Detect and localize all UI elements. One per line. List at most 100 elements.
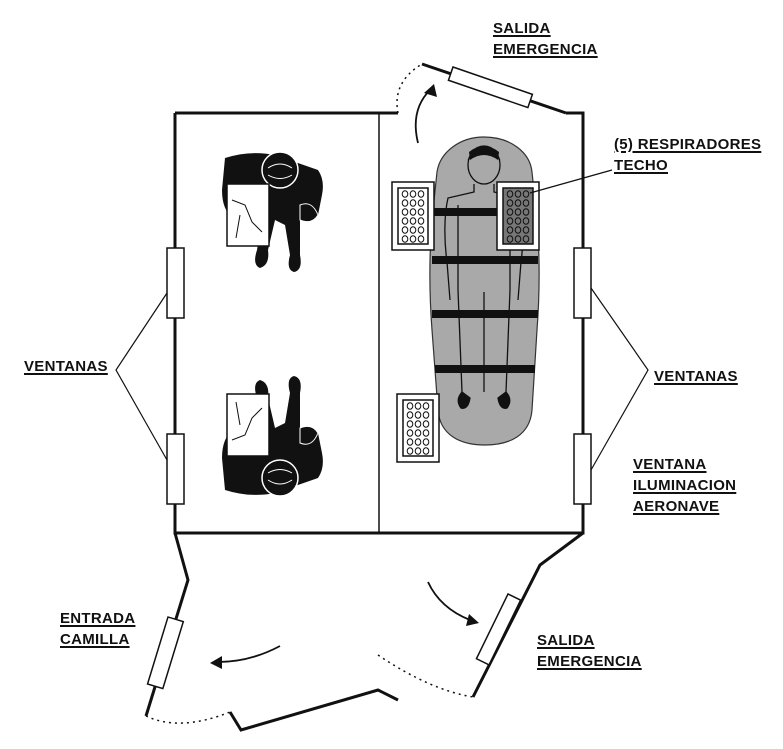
stretcher-entry-door-panel xyxy=(146,616,185,690)
label-line: SALIDA xyxy=(537,632,595,649)
bottom-emergency-door-panel xyxy=(475,592,522,666)
patient-left-side xyxy=(457,205,463,393)
respirator-grilles xyxy=(391,181,540,463)
grille-hole xyxy=(506,208,514,216)
grille-hole xyxy=(406,402,414,410)
label-left-windows: VENTANAS xyxy=(24,356,108,377)
label-right-windows: VENTANAS xyxy=(654,366,738,387)
label-line: EMERGENCIA xyxy=(537,653,642,670)
bottom-left-door-swing-arc xyxy=(145,711,231,724)
label-line: AERONAVE xyxy=(633,498,720,515)
grille-hole xyxy=(514,208,522,216)
grille-hole xyxy=(514,226,522,234)
patient-right-foot xyxy=(497,391,511,409)
label-line: VENTANAS xyxy=(654,368,738,385)
right-windows-leader xyxy=(590,287,649,471)
respirator-grille-icon xyxy=(396,393,440,463)
left-window-upper xyxy=(166,247,185,319)
top-emergency-door-panel xyxy=(447,66,534,109)
label-line: CAMILLA xyxy=(60,631,130,648)
grille-hole xyxy=(422,429,430,437)
grille-hole xyxy=(417,208,425,216)
grille-hole xyxy=(409,208,417,216)
arrowheads xyxy=(210,84,479,669)
cabin-walls xyxy=(144,62,585,732)
bottom-right-door-swing-arc xyxy=(377,654,474,698)
grille-hole xyxy=(409,217,417,225)
grille-hole xyxy=(401,235,409,243)
arrowhead-icon xyxy=(466,614,479,626)
grille-hole xyxy=(522,217,530,225)
grille-hole xyxy=(414,420,422,428)
label-line: VENTANAS xyxy=(24,358,108,375)
grille-hole xyxy=(406,420,414,428)
patient-on-stretcher-icon xyxy=(429,136,540,446)
left-window-lower xyxy=(166,433,185,505)
grille-hole xyxy=(417,226,425,234)
grille-hole xyxy=(514,217,522,225)
grille-hole xyxy=(506,217,514,225)
grille-hole xyxy=(401,190,409,198)
strap-chest xyxy=(434,208,536,216)
grille-hole xyxy=(406,447,414,455)
leader-lines xyxy=(115,169,649,471)
person-head-icon xyxy=(261,151,299,189)
person-head-icon xyxy=(261,459,299,497)
seated-person-upper xyxy=(222,151,323,272)
seated-person-icon xyxy=(222,153,323,272)
left-windows-leader xyxy=(115,292,168,461)
lower-right-wall xyxy=(471,531,584,698)
label-line: EMERGENCIA xyxy=(493,41,598,58)
strap-thighs xyxy=(432,310,538,318)
strap-shins xyxy=(435,365,535,373)
label-line: (5) RESPIRADORES xyxy=(614,136,762,153)
clipboard-icon xyxy=(226,183,270,247)
grille-hole xyxy=(422,411,430,419)
label-line: SALIDA xyxy=(493,20,551,37)
label-aircraft-lighting-window: VENTANA ILUMINACION AERONAVE xyxy=(633,454,736,517)
respirator-grille-icon xyxy=(496,181,540,251)
door-swing-arcs xyxy=(145,63,474,724)
grille-hole xyxy=(401,217,409,225)
grille-hole xyxy=(506,199,514,207)
grille-hole xyxy=(422,447,430,455)
grille-hole xyxy=(422,438,430,446)
label-stretcher-entrance: ENTRADA CAMILLA xyxy=(60,608,135,650)
grille-hole xyxy=(409,226,417,234)
stretcher-straps xyxy=(432,208,538,373)
grille-hole xyxy=(406,411,414,419)
seated-person-icon xyxy=(222,376,323,495)
grille-hole xyxy=(414,438,422,446)
label-line: ILUMINACION xyxy=(633,477,737,494)
grille-hole xyxy=(522,226,530,234)
wall-panels xyxy=(146,66,592,690)
respirators-leader xyxy=(529,169,613,194)
grille-hole xyxy=(522,199,530,207)
grille-hole xyxy=(506,235,514,243)
grille-hole xyxy=(414,429,422,437)
grille-hole xyxy=(417,217,425,225)
grille-hole xyxy=(417,199,425,207)
top-door-swing-arc xyxy=(396,63,423,114)
grille-hole xyxy=(522,190,530,198)
grille-hole xyxy=(522,235,530,243)
right-window-upper xyxy=(573,247,592,319)
clipboard-icon xyxy=(226,393,270,457)
label-line: ENTRADA xyxy=(60,610,136,627)
door-swing-arrow-icon xyxy=(414,89,431,144)
grille-hole xyxy=(409,190,417,198)
grille-hole xyxy=(414,411,422,419)
label-line: VENTANA xyxy=(633,456,707,473)
grille-hole xyxy=(409,199,417,207)
grille-hole xyxy=(514,190,522,198)
door-swing-arrow-icon xyxy=(217,645,281,663)
grille-hole xyxy=(406,429,414,437)
grille-hole xyxy=(522,208,530,216)
respirator-grille-icon xyxy=(391,181,435,251)
arrowhead-icon xyxy=(424,84,437,97)
grille-hole xyxy=(414,402,422,410)
grille-hole xyxy=(514,235,522,243)
label-line: TECHO xyxy=(614,157,668,174)
grille-hole xyxy=(506,226,514,234)
patient-left-foot xyxy=(457,391,471,409)
